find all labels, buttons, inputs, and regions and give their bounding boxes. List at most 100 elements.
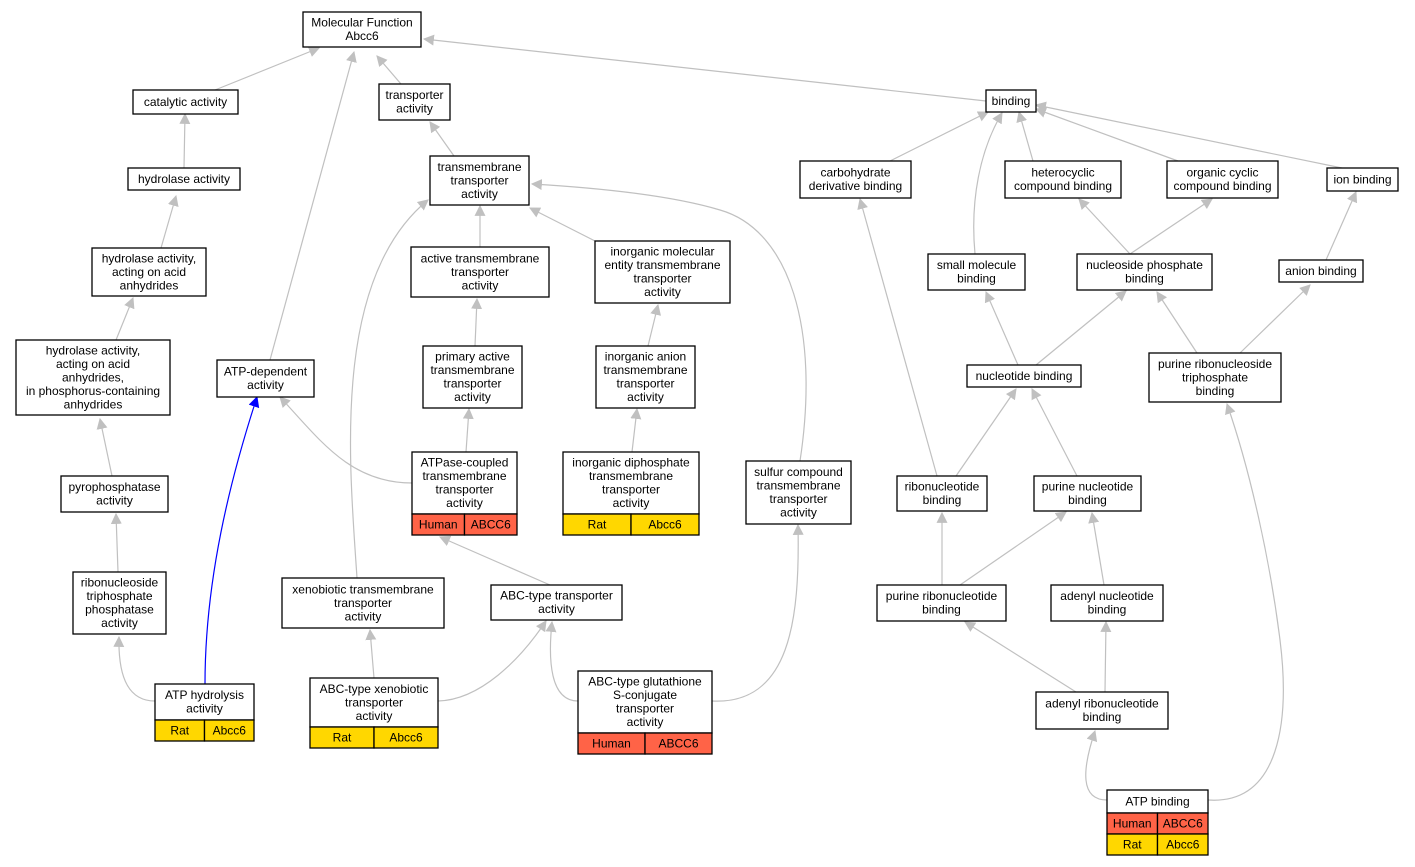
edge-abc_xenobiotic-to-abc_type: [437, 620, 547, 702]
term-label-line: transmembrane: [756, 479, 840, 493]
term-label-line: binding: [992, 94, 1031, 108]
term-label-line: activity: [446, 496, 483, 510]
edge-atp_binding-to-purine_rnts: [1207, 402, 1284, 801]
term-label-line: S-conjugate: [613, 688, 677, 702]
term-box: [1076, 253, 1213, 291]
term-box: [15, 339, 171, 416]
go-term-inorg-diphos[interactable]: inorganic diphosphatetransmembranetransp…: [562, 451, 700, 536]
term-label-line: activity: [356, 709, 393, 723]
term-box: [562, 451, 700, 515]
edge-organic_cyclic-to-binding: [1034, 107, 1179, 162]
term-box: [966, 364, 1082, 388]
edge-atpase_coupled-to-atp_dependent: [279, 396, 413, 484]
term-box: [281, 577, 445, 629]
term-box: [216, 359, 315, 398]
term-label-line: organic cyclic: [1186, 166, 1258, 180]
term-label-line: anion binding: [1285, 264, 1356, 278]
term-label-line: purine ribonucleoside: [1158, 357, 1272, 371]
go-term-sulfur[interactable]: sulfur compoundtransmembranetransportera…: [745, 460, 852, 525]
go-term-hydrolase-phos[interactable]: hydrolase activity,acting on acidanhydri…: [15, 339, 171, 416]
term-label-line: adenyl nucleotide: [1060, 589, 1154, 603]
gene-cell: [644, 732, 713, 755]
edge-heterocyclic-to-binding: [1016, 110, 1034, 162]
term-label-line: ATP-dependent: [224, 365, 308, 379]
go-term-ion-binding[interactable]: ion binding: [1326, 167, 1399, 192]
term-label-line: nucleotide binding: [976, 369, 1073, 383]
term-box: [132, 89, 239, 115]
term-label-line: activity: [613, 496, 650, 510]
term-label-line: activity: [247, 378, 284, 392]
species-label: Human: [592, 737, 631, 751]
term-label-line: purine nucleotide: [1042, 480, 1134, 494]
edge-atp_dependent-to-mf: [269, 50, 357, 361]
go-term-abc-xenobiotic[interactable]: ABC-type xenobiotictransporteractivityRa…: [309, 677, 439, 749]
term-label-line: acting on acid: [112, 265, 186, 279]
go-term-anion-binding[interactable]: anion binding: [1278, 259, 1364, 283]
go-term-binding[interactable]: binding: [985, 89, 1037, 113]
go-term-nucleotide-binding[interactable]: nucleotide binding: [966, 364, 1082, 388]
edge-xenobiotic-to-tm_transporter: [349, 199, 429, 579]
edge-hydrolase-to-catalytic: [179, 112, 191, 169]
term-box: [127, 167, 241, 191]
term-label-line: binding: [1088, 603, 1127, 617]
term-box: [799, 160, 912, 199]
term-label-line: carbohydrate: [820, 166, 890, 180]
go-term-inorg-anion[interactable]: inorganic aniontransmembranetransportera…: [595, 345, 696, 409]
term-label-line: ion binding: [1333, 172, 1391, 186]
species-label: Rat: [1123, 838, 1142, 852]
term-label-line: transmembrane: [589, 469, 673, 483]
term-box: [72, 571, 167, 635]
term-label-line: transmembrane: [422, 469, 506, 483]
go-term-xenobiotic[interactable]: xenobiotic transmembranetransporteractiv…: [281, 577, 445, 629]
term-label-line: transmembrane: [603, 363, 687, 377]
gene-label: ABCC6: [1163, 817, 1203, 831]
term-label-line: activity: [780, 506, 817, 520]
term-label-line: pyrophosphatase: [68, 480, 160, 494]
term-box: [985, 89, 1037, 113]
edge-abc_type-to-atpase_coupled: [438, 535, 551, 586]
term-box: [60, 475, 169, 513]
edge-abc_glutathione-to-abc_type: [545, 620, 579, 702]
go-term-primary-active[interactable]: primary activetransmembranetransporterac…: [422, 345, 523, 409]
edge-ion_binding-to-binding: [1034, 101, 1343, 169]
term-label-line: transporter: [769, 492, 827, 506]
go-term-atpase-coupled[interactable]: ATPase-coupledtransmembranetransporterac…: [411, 451, 518, 536]
go-term-rnt-phosphatase[interactable]: ribonucleosidetriphosphatephosphataseact…: [72, 571, 167, 635]
go-term-abc-glutathione[interactable]: ABC-type glutathioneS-conjugatetransport…: [577, 670, 713, 755]
term-label-line: transporter: [443, 377, 501, 391]
term-label-line: ribonucleotide: [905, 480, 980, 494]
species-label: Rat: [170, 724, 189, 738]
term-label-line: ATP hydrolysis: [165, 688, 244, 702]
edge-primary_active-to-active_tm: [471, 297, 483, 347]
go-term-hydrolase-acid[interactable]: hydrolase activity,acting on acidanhydri…: [91, 247, 207, 297]
gene-cell: [463, 513, 518, 536]
term-label-line: anhydrides: [120, 278, 179, 292]
go-term-hydrolase[interactable]: hydrolase activity: [127, 167, 241, 191]
term-label-line: sulfur compound: [754, 465, 843, 479]
go-term-catalytic[interactable]: catalytic activity: [132, 89, 239, 115]
term-label-line: triphosphate: [86, 589, 152, 603]
term-label-line: binding: [923, 493, 962, 507]
term-label-line: ribonucleoside: [81, 576, 159, 590]
